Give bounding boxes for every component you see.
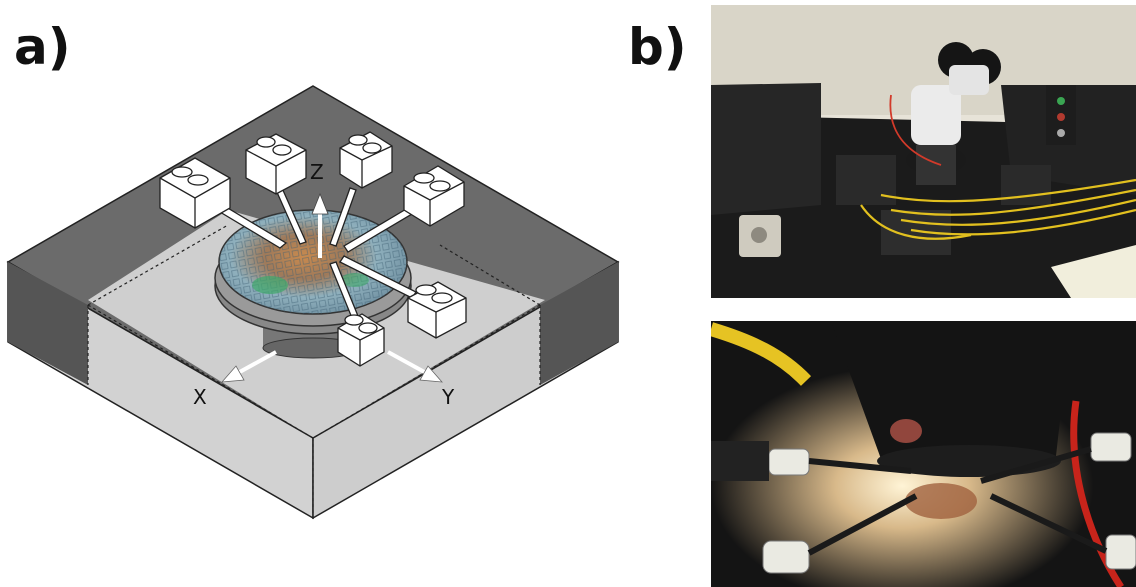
axes: Z X Y — [193, 160, 455, 409]
probe-arm — [329, 131, 393, 247]
probe-arm — [343, 165, 465, 253]
probe-arm — [159, 157, 288, 249]
probe-station-diagram: Z X Y — [6, 85, 620, 520]
x-axis-label: X — [193, 385, 207, 409]
z-axis-label: Z — [310, 160, 324, 184]
probe-closeup-photo — [711, 321, 1136, 587]
z-axis-arrow — [311, 192, 329, 258]
y-axis-arrow — [387, 350, 443, 383]
y-axis-label: Y — [441, 385, 455, 409]
panel-a-label: a) — [14, 18, 71, 76]
probe-arm — [329, 261, 385, 367]
x-axis-arrow — [221, 350, 277, 383]
probe-arm — [339, 255, 467, 339]
probe-arms — [159, 131, 467, 367]
probe-station-photo — [711, 5, 1136, 298]
panel-b-label: b) — [628, 18, 687, 76]
probe-arm — [245, 133, 307, 245]
